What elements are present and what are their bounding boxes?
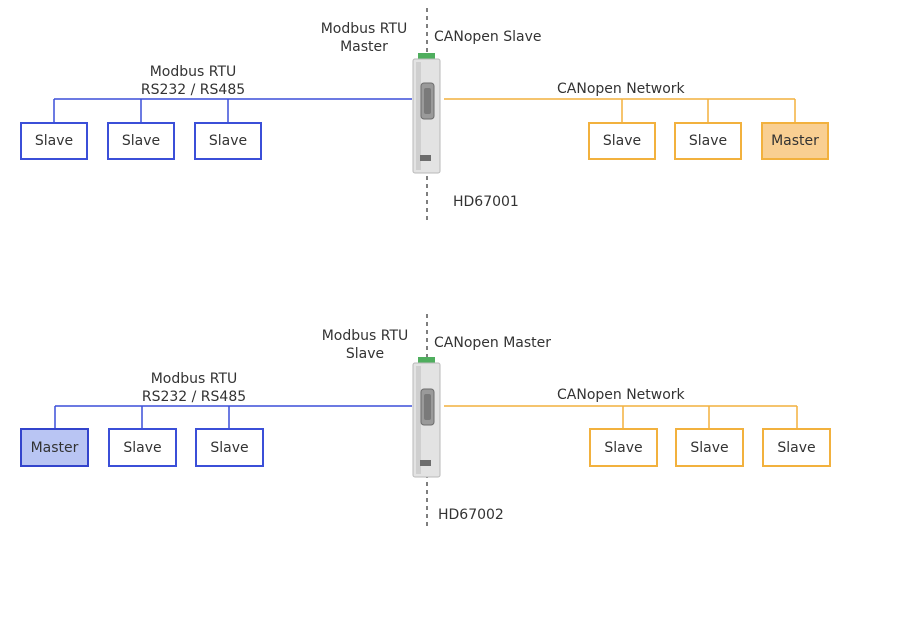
bottom-bus-left-label: Modbus RTU RS232 / RS485 — [142, 370, 246, 406]
top-bus-left-line2: RS232 / RS485 — [140, 82, 246, 98]
top-modbus-node-3: Slave — [194, 122, 262, 160]
bottom-device-role-right: CANopen Master — [434, 335, 552, 351]
bottom-bus-right-label: CANopen Network — [557, 387, 685, 403]
top-canopen-node-1: Slave — [588, 122, 656, 160]
top-model-label: HD67001 — [453, 194, 519, 210]
bottom-modbus-bus — [54, 405, 412, 428]
bottom-modbus-master-node: Master — [20, 428, 89, 467]
bottom-model-label: HD67002 — [438, 507, 504, 523]
top-modbus-node-2: Slave — [107, 122, 175, 160]
top-gateway-device — [412, 53, 441, 174]
bottom-canopen-node-1: Slave — [589, 428, 658, 467]
top-modbus-node-1: Slave — [20, 122, 88, 160]
bottom-gateway-device — [412, 357, 441, 478]
top-device-role-left-line1: Modbus RTU — [320, 21, 408, 37]
bottom-device-role-left-line1: Modbus RTU — [321, 328, 409, 344]
top-canopen-master-node: Master — [761, 122, 829, 160]
top-device-role-left-line2: Master — [340, 39, 388, 55]
bottom-device-role-left: Modbus RTU Slave — [322, 327, 409, 363]
top-bus-left-line1: Modbus RTU — [149, 64, 237, 80]
top-bus-right-label: CANopen Network — [557, 81, 685, 97]
bottom-modbus-node-2: Slave — [108, 428, 177, 467]
bottom-bus-left-line1: Modbus RTU — [150, 371, 238, 387]
bottom-bus-left-line2: RS232 / RS485 — [141, 389, 247, 405]
bottom-canopen-bus — [444, 405, 798, 428]
top-bus-left-label: Modbus RTU RS232 / RS485 — [141, 63, 245, 99]
bottom-canopen-node-2: Slave — [675, 428, 744, 467]
top-device-role-left: Modbus RTU Master — [321, 20, 408, 56]
bottom-device-role-left-line2: Slave — [345, 346, 385, 362]
top-device-role-right: CANopen Slave — [434, 29, 542, 45]
top-modbus-bus — [53, 98, 412, 122]
bottom-canopen-node-3: Slave — [762, 428, 831, 467]
top-canopen-bus — [444, 98, 796, 122]
bottom-modbus-node-3: Slave — [195, 428, 264, 467]
top-canopen-node-2: Slave — [674, 122, 742, 160]
